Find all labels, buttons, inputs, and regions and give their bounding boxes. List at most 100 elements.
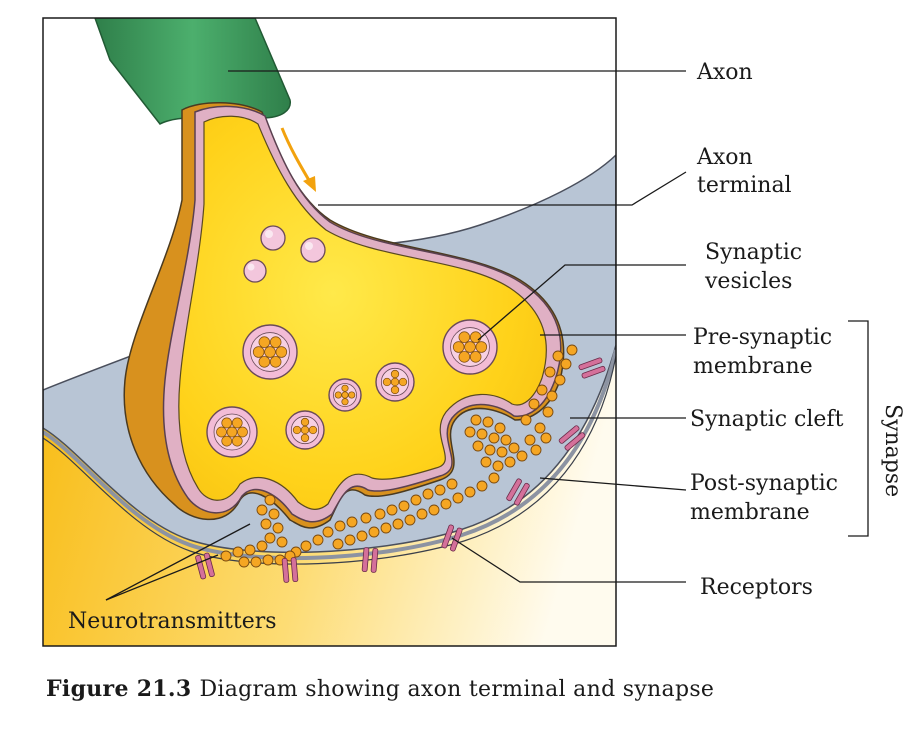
neurotransmitter bbox=[440, 498, 452, 510]
post-synaptic-neuron bbox=[43, 345, 616, 646]
neurotransmitter bbox=[416, 508, 428, 520]
neurotransmitter bbox=[520, 414, 532, 426]
label-axon-terminal-2: terminal bbox=[697, 173, 792, 198]
label-post-synaptic-2: membrane bbox=[690, 500, 810, 525]
neurotransmitter bbox=[250, 556, 262, 568]
neurotransmitter bbox=[380, 522, 392, 534]
receptor bbox=[281, 557, 299, 583]
neurotransmitter bbox=[452, 492, 464, 504]
neurotransmitter bbox=[494, 422, 506, 434]
label-neurotransmitters: Neurotransmitters bbox=[68, 609, 277, 634]
receptor bbox=[506, 478, 530, 506]
neurotransmitter bbox=[220, 550, 232, 562]
neurotransmitter bbox=[332, 538, 344, 550]
neurotransmitter bbox=[476, 480, 488, 492]
receptors-group bbox=[195, 357, 606, 583]
neurotransmitter bbox=[322, 526, 334, 538]
neurotransmitter bbox=[496, 446, 508, 458]
neurotransmitter bbox=[492, 460, 504, 472]
post-synaptic-leader bbox=[539, 477, 687, 491]
figure-caption: Figure 21.3 Diagram showing axon terminal… bbox=[46, 676, 714, 702]
neurotransmitter bbox=[356, 530, 368, 542]
neurotransmitter bbox=[374, 508, 386, 520]
axon-terminal-leader bbox=[318, 171, 687, 206]
receptor bbox=[195, 552, 215, 580]
neurotransmitter bbox=[464, 486, 476, 498]
neurotransmitter bbox=[530, 444, 542, 456]
neurotransmitter bbox=[360, 512, 372, 524]
neurotransmitter bbox=[500, 434, 512, 446]
neurotransmitter bbox=[508, 442, 520, 454]
neurotransmitter bbox=[300, 540, 312, 552]
receptor bbox=[361, 547, 379, 573]
impulse-arrow bbox=[280, 127, 312, 183]
label-synapse: Synapse bbox=[880, 404, 905, 497]
label-receptors: Receptors bbox=[700, 575, 813, 600]
receptor bbox=[558, 425, 586, 451]
label-synaptic-cleft: Synaptic cleft bbox=[690, 407, 844, 432]
neurotransmitter bbox=[476, 428, 488, 440]
vesicles-leader bbox=[477, 264, 686, 341]
neurotransmitter bbox=[422, 488, 434, 500]
neurotransmitter bbox=[524, 434, 536, 446]
neurotransmitter bbox=[552, 350, 564, 362]
neurotransmitter bbox=[516, 450, 528, 462]
label-axon: Axon bbox=[696, 60, 753, 85]
synaptic-vesicles bbox=[206, 319, 498, 458]
axon-terminal bbox=[178, 115, 547, 510]
neurotransmitter bbox=[264, 494, 276, 506]
neurotransmitter bbox=[536, 384, 548, 396]
neurotransmitter bbox=[368, 526, 380, 538]
neurotransmitter bbox=[276, 536, 288, 548]
neurotransmitter bbox=[256, 540, 268, 552]
label-axon-terminal-1: Axon bbox=[696, 145, 753, 170]
neurotransmitter bbox=[546, 390, 558, 402]
neurotransmitters-group bbox=[220, 344, 578, 568]
label-synaptic-vesicles-2: vesicles bbox=[704, 269, 792, 294]
nt-leader-1 bbox=[105, 523, 251, 601]
neurotransmitter bbox=[480, 456, 492, 468]
neurotransmitter bbox=[554, 374, 566, 386]
neurotransmitter bbox=[488, 472, 500, 484]
neurotransmitter bbox=[346, 516, 358, 528]
neurotransmitter bbox=[544, 366, 556, 378]
neurotransmitter bbox=[488, 432, 500, 444]
neurotransmitter bbox=[566, 344, 578, 356]
neurotransmitter bbox=[344, 534, 356, 546]
neurotransmitter bbox=[238, 556, 250, 568]
neurotransmitter bbox=[482, 416, 494, 428]
neurotransmitter bbox=[472, 440, 484, 452]
neurotransmitter bbox=[484, 444, 496, 456]
nt-leader-2 bbox=[105, 554, 219, 601]
neurotransmitter bbox=[244, 544, 256, 556]
receptor bbox=[578, 357, 606, 379]
synapse-bracket bbox=[848, 320, 869, 537]
neurotransmitter bbox=[262, 554, 274, 566]
neurotransmitter bbox=[398, 500, 410, 512]
label-synaptic-vesicles-1: Synaptic bbox=[705, 240, 802, 265]
neurotransmitter bbox=[410, 494, 422, 506]
impulse-arrow-head bbox=[303, 176, 316, 192]
post-synaptic-membrane bbox=[43, 349, 616, 561]
neurotransmitter bbox=[446, 478, 458, 490]
neurotransmitter bbox=[428, 504, 440, 516]
neurotransmitter bbox=[534, 422, 546, 434]
label-pre-synaptic-1: Pre-synaptic bbox=[693, 325, 832, 350]
neurotransmitter bbox=[542, 406, 554, 418]
neurotransmitter bbox=[560, 358, 572, 370]
neurotransmitter bbox=[334, 520, 346, 532]
label-post-synaptic-1: Post-synaptic bbox=[690, 471, 838, 496]
neurotransmitter bbox=[272, 522, 284, 534]
neurotransmitter bbox=[392, 518, 404, 530]
neurotransmitter bbox=[264, 532, 276, 544]
neurotransmitter bbox=[260, 518, 272, 530]
neurotransmitter bbox=[464, 426, 476, 438]
receptors-leader bbox=[451, 537, 686, 583]
figure-caption-text: Diagram showing axon terminal and synaps… bbox=[199, 677, 715, 702]
label-pre-synaptic-2: membrane bbox=[693, 354, 813, 379]
neurotransmitter bbox=[386, 504, 398, 516]
neurotransmitter bbox=[504, 456, 516, 468]
neurotransmitter bbox=[312, 534, 324, 546]
figure-number: Figure 21.3 bbox=[46, 676, 192, 702]
neurotransmitter bbox=[528, 398, 540, 410]
